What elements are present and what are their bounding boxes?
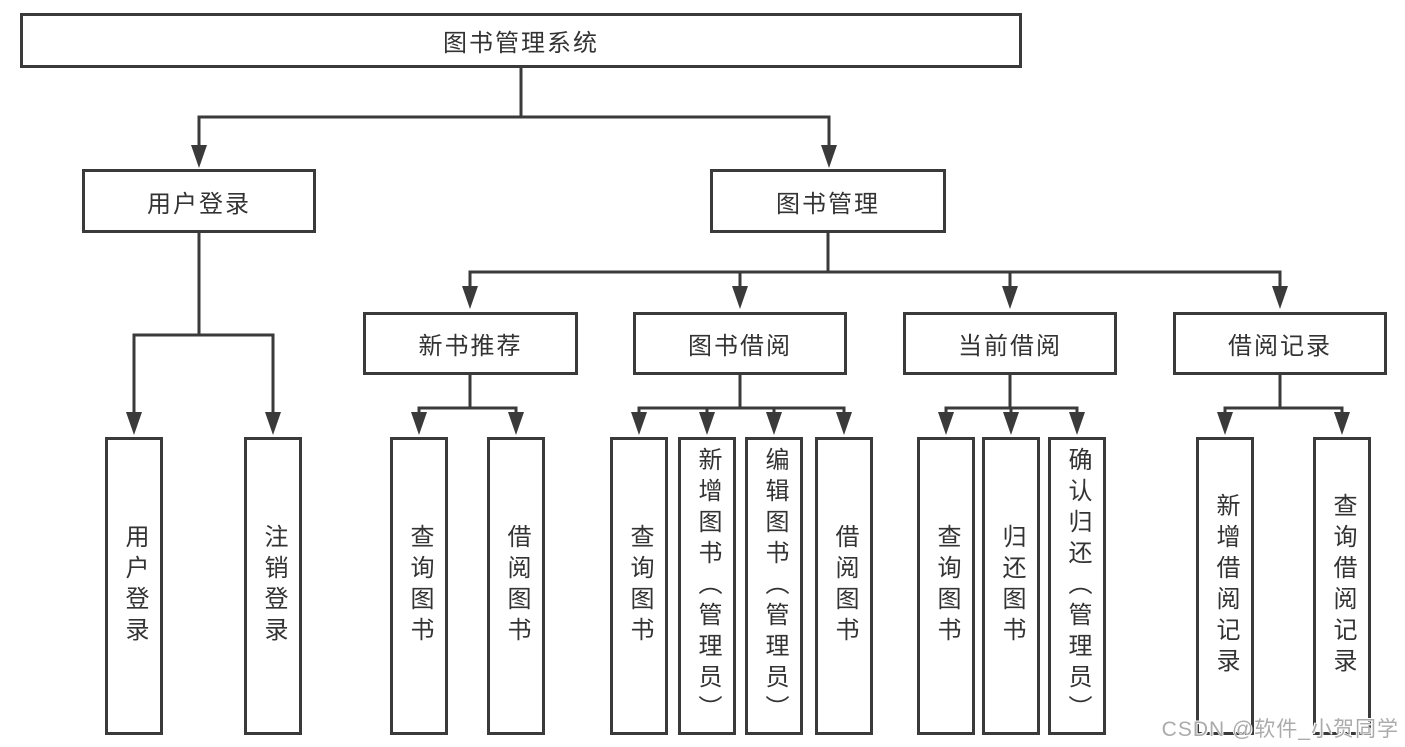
leaf-logout: 注销登录 bbox=[244, 437, 302, 735]
connector-current-borrowing-branch bbox=[944, 375, 1079, 416]
leaf-add-book-admin-label: 新增图书（管理员） bbox=[694, 446, 721, 726]
leaf-borrow-books-borrowing-label: 借阅图书 bbox=[831, 524, 858, 648]
leaf-borrow-books-recommend: 借阅图书 bbox=[487, 437, 545, 735]
leaf-borrow-books-borrowing: 借阅图书 bbox=[815, 437, 873, 735]
leaf-add-book-admin: 新增图书（管理员） bbox=[678, 437, 736, 735]
node-root-system: 图书管理系统 bbox=[20, 13, 1022, 68]
node-borrowing-records: 借阅记录 bbox=[1173, 312, 1387, 375]
leaf-query-books-current: 查询图书 bbox=[917, 437, 975, 735]
leaf-query-books-current-label: 查询图书 bbox=[933, 524, 960, 648]
leaf-query-books-recommend-label: 查询图书 bbox=[406, 524, 433, 648]
leaf-confirm-return-admin-label: 确认归还（管理员） bbox=[1064, 446, 1091, 726]
leaf-query-books-borrowing: 查询图书 bbox=[610, 437, 668, 735]
node-current-borrowing: 当前借阅 bbox=[903, 312, 1117, 375]
leaf-query-borrow-record-label: 查询借阅记录 bbox=[1329, 493, 1356, 679]
node-root-label: 图书管理系统 bbox=[443, 30, 599, 57]
node-book-management: 图书管理 bbox=[710, 169, 946, 233]
node-book-management-label: 图书管理 bbox=[776, 190, 880, 218]
leaf-return-books-label: 归还图书 bbox=[998, 524, 1025, 648]
csdn-watermark: CSDN @软件_小贺同学 bbox=[1161, 718, 1399, 741]
leaf-query-books-recommend: 查询图书 bbox=[390, 437, 448, 735]
leaf-query-books-borrowing-label: 查询图书 bbox=[626, 524, 653, 648]
connector-book-management-branch bbox=[468, 233, 1282, 290]
connector-book-borrowing-branch bbox=[637, 375, 846, 416]
node-user-login: 用户登录 bbox=[82, 169, 316, 233]
node-book-borrowing-label: 图书借阅 bbox=[688, 333, 792, 360]
node-new-book-recommend-label: 新书推荐 bbox=[418, 333, 523, 360]
node-borrowing-records-label: 借阅记录 bbox=[1228, 333, 1332, 360]
leaf-user-login: 用户登录 bbox=[105, 437, 163, 735]
connector-root-to-level2 bbox=[197, 68, 831, 148]
leaf-logout-label: 注销登录 bbox=[260, 524, 287, 648]
connector-new-book-branch bbox=[417, 375, 518, 416]
node-new-book-recommend: 新书推荐 bbox=[363, 312, 578, 375]
leaf-confirm-return-admin: 确认归还（管理员） bbox=[1048, 437, 1106, 735]
leaf-return-books: 归还图书 bbox=[982, 437, 1040, 735]
connector-user-login-branch bbox=[132, 233, 275, 416]
connector-borrowing-records-branch bbox=[1223, 375, 1344, 416]
leaf-edit-book-admin: 编辑图书（管理员） bbox=[745, 437, 803, 735]
leaf-edit-book-admin-label: 编辑图书（管理员） bbox=[761, 446, 788, 726]
leaf-add-borrow-record-label: 新增借阅记录 bbox=[1212, 493, 1239, 679]
leaf-query-borrow-record: 查询借阅记录 bbox=[1313, 437, 1371, 735]
leaf-user-login-label: 用户登录 bbox=[121, 524, 148, 648]
leaf-add-borrow-record: 新增借阅记录 bbox=[1196, 437, 1254, 735]
node-user-login-label: 用户登录 bbox=[147, 190, 251, 218]
leaf-borrow-books-recommend-label: 借阅图书 bbox=[503, 524, 530, 648]
node-book-borrowing: 图书借阅 bbox=[633, 312, 847, 375]
node-current-borrowing-label: 当前借阅 bbox=[958, 333, 1062, 360]
